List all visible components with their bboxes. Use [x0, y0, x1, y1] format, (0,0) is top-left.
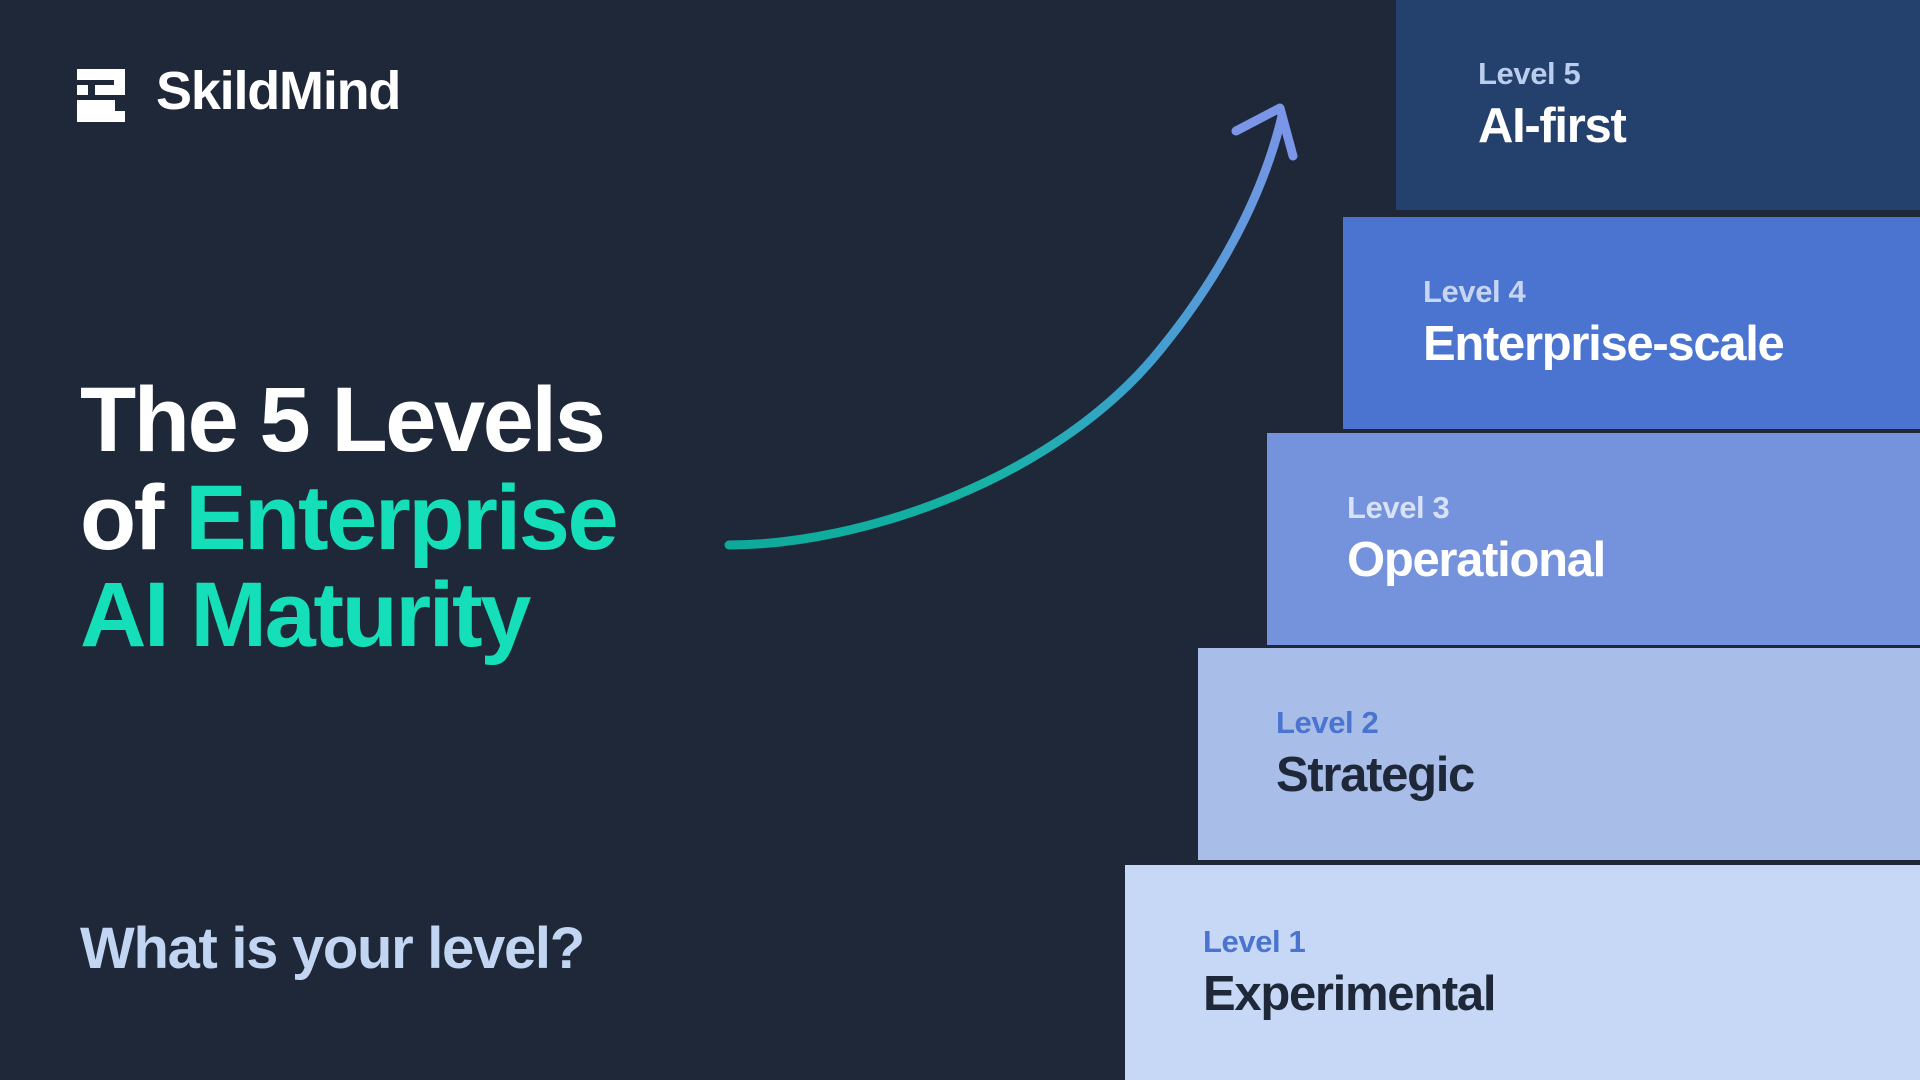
step-level-label: Level 4 — [1423, 274, 1526, 310]
brand-wordmark: SkildMind — [156, 61, 401, 121]
step-name-label: Enterprise-scale — [1423, 317, 1785, 372]
question-text: What is your level? — [80, 916, 585, 981]
page-title: The 5 Levels of Enterprise AI Maturity — [80, 369, 619, 667]
maturity-step-level-5[interactable]: Level 5 AI-first — [1396, 0, 1920, 210]
maturity-step-level-2[interactable]: Level 2 Strategic — [1198, 648, 1920, 860]
step-name-label: Operational — [1347, 533, 1606, 588]
headline-line-2-accent: Enterprise — [185, 466, 618, 569]
step-name-label: Experimental — [1203, 966, 1496, 1021]
skildmind-logo-mark-icon — [68, 58, 134, 124]
step-level-label: Level 3 — [1347, 490, 1450, 526]
step-name-label: AI-first — [1478, 99, 1627, 154]
maturity-step-level-1[interactable]: Level 1 Experimental — [1125, 865, 1920, 1080]
maturity-step-level-4[interactable]: Level 4 Enterprise-scale — [1343, 217, 1920, 429]
headline-line-2: of Enterprise — [80, 466, 619, 569]
step-level-label: Level 2 — [1276, 705, 1379, 741]
brand-logo[interactable]: SkildMind — [68, 58, 401, 124]
step-level-label: Level 1 — [1203, 923, 1306, 959]
headline-line-2-plain: of — [80, 466, 186, 569]
step-level-label: Level 5 — [1478, 56, 1581, 92]
headline-line-1: The 5 Levels — [80, 369, 606, 471]
step-name-label: Strategic — [1276, 748, 1475, 803]
maturity-step-level-3[interactable]: Level 3 Operational — [1267, 433, 1920, 645]
headline-line-3: AI Maturity — [80, 564, 531, 667]
